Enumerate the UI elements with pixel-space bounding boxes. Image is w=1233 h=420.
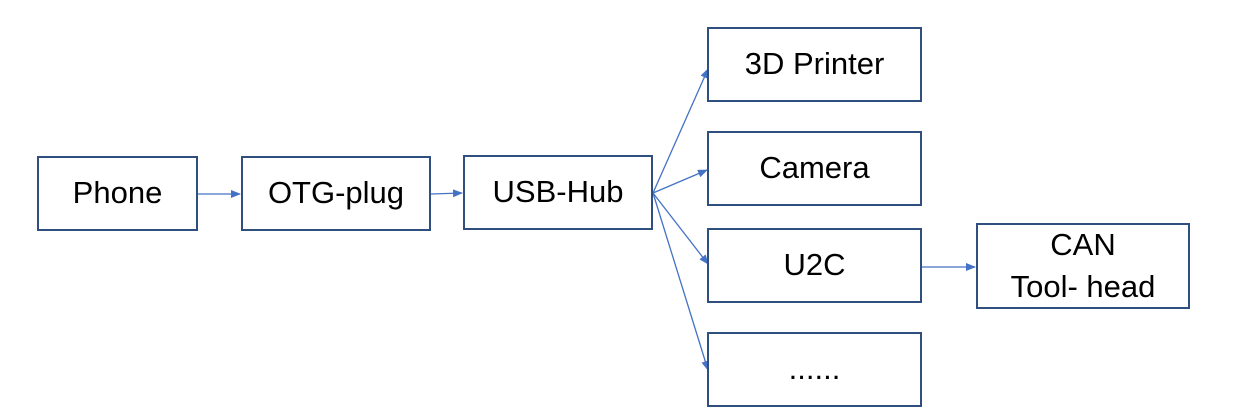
can-toolhead-box: CAN Tool- head [976, 223, 1190, 309]
3d-printer-box: 3D Printer [707, 27, 922, 102]
arrow-hub-to-more [652, 192, 710, 371]
more-devices-box: ...... [707, 332, 922, 407]
u2c-box: U2C [707, 228, 922, 303]
arrow-otg-to-hub [430, 189, 463, 198]
arrow-hub-to-printer [652, 68, 709, 194]
otg-plug-box: OTG-plug [241, 156, 431, 231]
phone-box: Phone [37, 156, 198, 231]
arrow-hub-to-u2c [652, 192, 709, 265]
usb-hub-box: USB-Hub [463, 155, 653, 230]
camera-box: Camera [707, 131, 922, 206]
arrow-hub-to-camera [652, 169, 708, 194]
